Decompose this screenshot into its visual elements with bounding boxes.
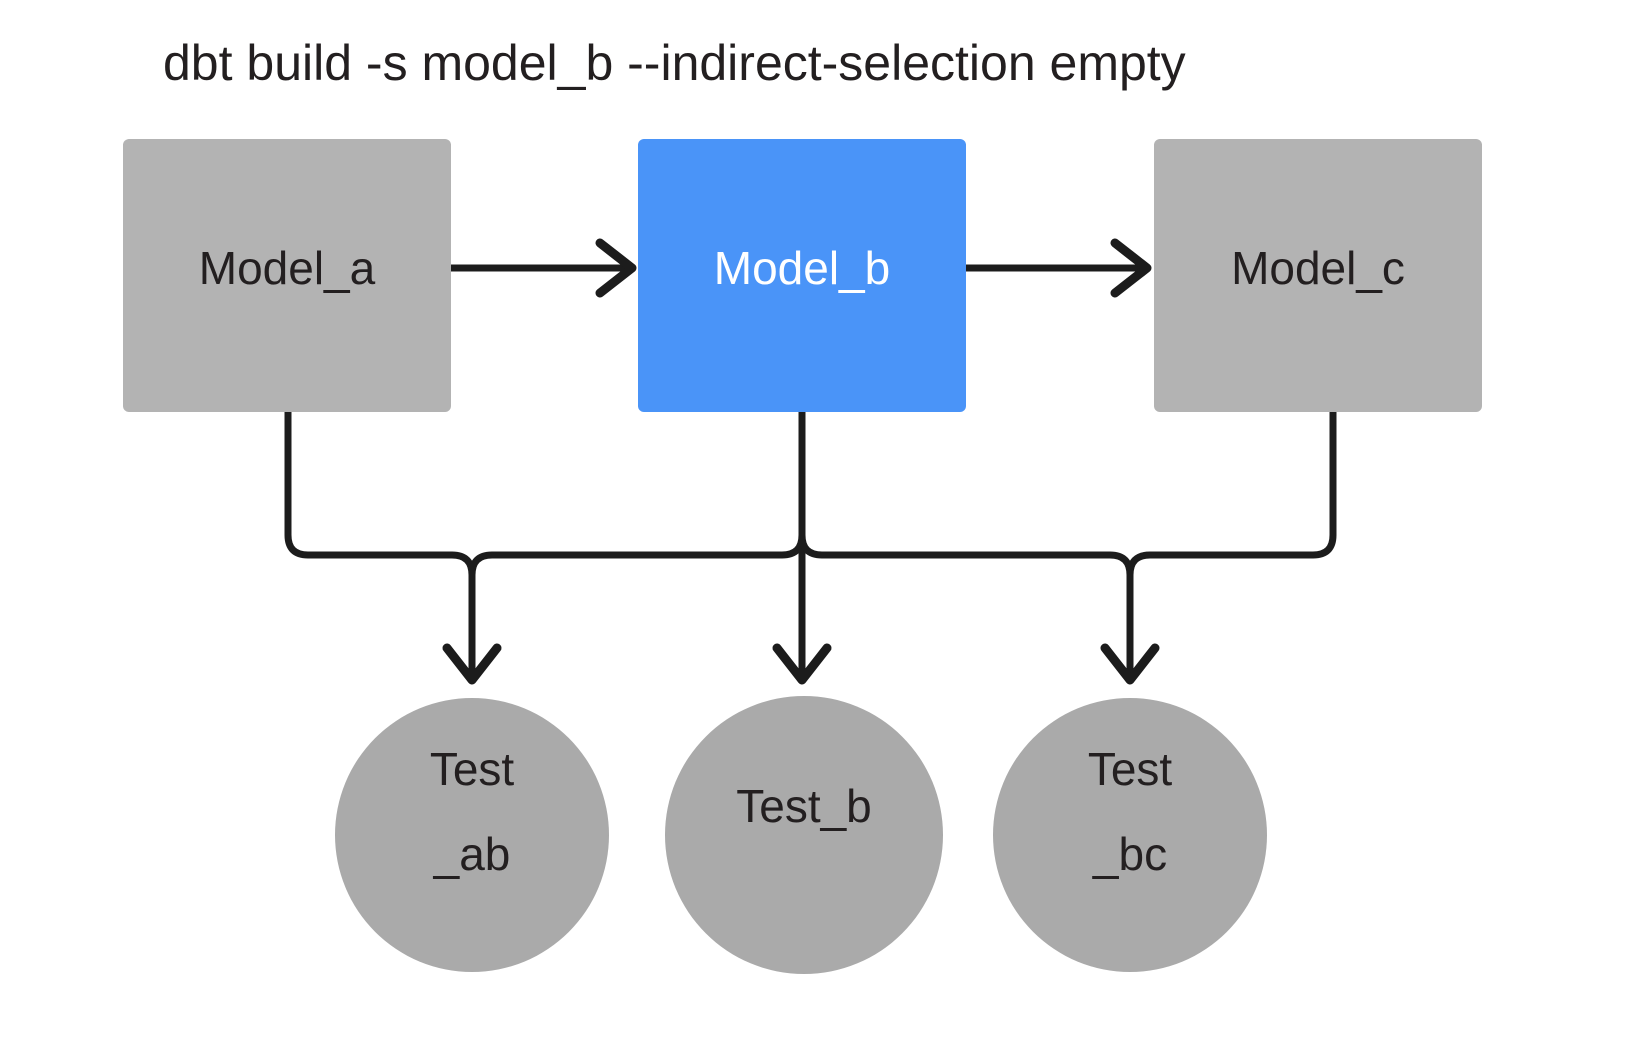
model-c-label: Model_c <box>1231 242 1405 294</box>
model-a-box[interactable] <box>123 139 451 412</box>
test-bc-label-line-1: Test <box>1088 743 1173 795</box>
node-test-b[interactable]: Test_b <box>665 696 943 974</box>
test-bc-circle[interactable] <box>993 698 1267 972</box>
node-model-b[interactable]: Model_b <box>638 139 966 412</box>
test-b-circle[interactable] <box>665 696 943 974</box>
node-test-ab[interactable]: Test _ab <box>335 698 609 972</box>
edge-model-b-to-model-c <box>962 238 1152 298</box>
edge-model-a-to-test-ab <box>284 408 502 685</box>
node-model-c[interactable]: Model_c <box>1154 139 1482 412</box>
node-test-bc[interactable]: Test _bc <box>993 698 1267 972</box>
test-ab-label-line-2: _ab <box>433 828 511 880</box>
test-b-label: Test_b <box>736 780 872 832</box>
model-b-label: Model_b <box>714 242 890 294</box>
edge-model-b-to-test-ab <box>468 408 806 579</box>
edge-model-a-to-model-b <box>447 238 637 298</box>
test-ab-label-line-1: Test <box>430 743 515 795</box>
node-layer: Model_a Model_b Model_c Test _ab Tes <box>123 139 1482 974</box>
edge-layer <box>284 238 1337 685</box>
test-bc-label-line-2: _bc <box>1092 828 1167 880</box>
node-model-a[interactable]: Model_a <box>123 139 451 412</box>
model-c-box[interactable] <box>1154 139 1482 412</box>
model-a-label: Model_a <box>199 242 376 294</box>
page-title: dbt build -s model_b --indirect-selectio… <box>163 35 1186 91</box>
model-b-box[interactable] <box>638 139 966 412</box>
test-ab-circle[interactable] <box>335 698 609 972</box>
edge-model-c-to-test-bc <box>1126 408 1337 579</box>
edge-model-b-to-test-bc <box>798 531 1160 685</box>
